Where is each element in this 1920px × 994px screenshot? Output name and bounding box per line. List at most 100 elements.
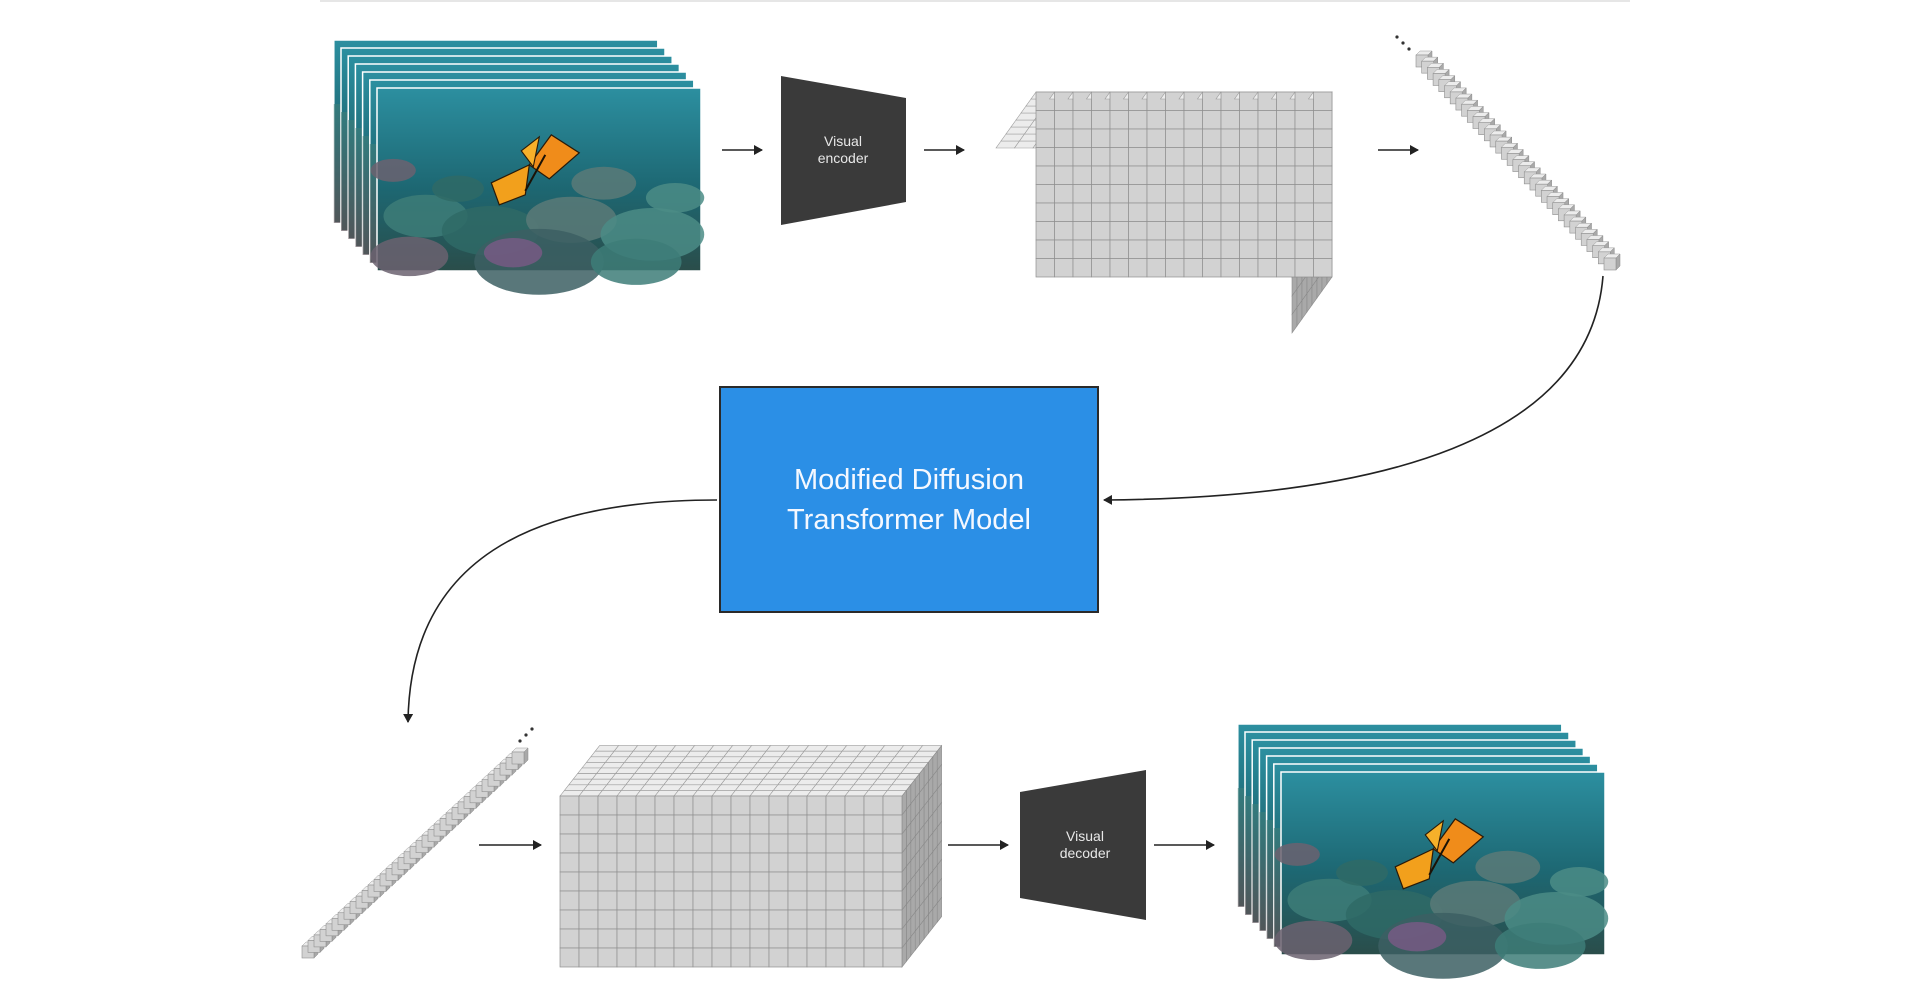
cube-front-face [578, 890, 599, 911]
cube-front-face [1202, 221, 1222, 241]
cube-front-face [1128, 110, 1148, 130]
cube-front-face [578, 947, 599, 968]
cube-front-face [578, 909, 599, 930]
cube-front-face [1239, 165, 1259, 185]
butterfly-icon [1394, 818, 1485, 890]
cube-front-face [1035, 221, 1055, 241]
cube-front-face [1054, 147, 1074, 167]
cube-front-face [1276, 110, 1296, 130]
cube-front-face [559, 814, 580, 835]
cube-front-face [1165, 258, 1185, 278]
cube-front-face [1035, 184, 1055, 204]
cube-front-face [635, 833, 656, 854]
diffusion-transformer-model-box: Modified Diffusion Transformer Model [719, 386, 1099, 613]
cube-front-face [1146, 239, 1166, 259]
cube-front-face [1239, 110, 1259, 130]
cube-front-face [1183, 147, 1203, 167]
cube-front-face [825, 947, 846, 968]
cube-front-face [692, 795, 713, 816]
cube-front-face [1072, 165, 1092, 185]
encoder-label-line1: Visual [824, 133, 862, 149]
cube-front-face [787, 890, 808, 911]
cube-front-face [1146, 258, 1166, 278]
cube-front-face [578, 852, 599, 873]
cube-front-face [730, 890, 751, 911]
latent-cube-grid-bottom [559, 744, 943, 968]
cube-front-face [1202, 202, 1222, 222]
cube-front-face [654, 890, 675, 911]
cube-front-face [654, 852, 675, 873]
cube-front-face [1239, 239, 1259, 259]
cube-front-face [882, 833, 903, 854]
cube-front-face [711, 814, 732, 835]
decoder-label-line1: Visual [1066, 828, 1104, 844]
cube-front-face [673, 928, 694, 949]
cube-front-face [616, 871, 637, 892]
cube-front-face [749, 928, 770, 949]
cube-front-face [787, 909, 808, 930]
token-ellipsis-top [1395, 35, 1411, 51]
cube-front-face [1054, 110, 1074, 130]
cube-front-face [1165, 184, 1185, 204]
cube-front-face [673, 890, 694, 911]
cube-front-face [597, 833, 618, 854]
cube-front-face [616, 890, 637, 911]
cube-front-face [559, 947, 580, 968]
cube-front-face [1128, 202, 1148, 222]
cube-front-face [654, 795, 675, 816]
cube-front-face [730, 928, 751, 949]
cube-front-face [597, 795, 618, 816]
cube-front-face [1109, 184, 1129, 204]
cube-front-face [1294, 239, 1314, 259]
reef-texture [1336, 859, 1388, 886]
cube-front-face [749, 833, 770, 854]
cube-front-face [1220, 258, 1240, 278]
cube-front-face [597, 947, 618, 968]
cube-front-face [1183, 221, 1203, 241]
token-sequence-top [1415, 50, 1621, 271]
cube-front-face [749, 947, 770, 968]
cube-front-face [1220, 202, 1240, 222]
cube-front-face [1202, 184, 1222, 204]
cube-front-face [692, 909, 713, 930]
cube-front-face [863, 852, 884, 873]
cube-front-face [692, 947, 713, 968]
cube-front-face [1128, 184, 1148, 204]
cube-front-face [825, 833, 846, 854]
cube-front-face [578, 814, 599, 835]
cube-front-face [1257, 239, 1277, 259]
cube-front-face [1165, 147, 1185, 167]
cube-front-face [635, 795, 656, 816]
cube-front-face [616, 795, 637, 816]
cube-front-face [1276, 184, 1296, 204]
cube-front-face [1035, 128, 1055, 148]
cube-front-face [1146, 110, 1166, 130]
cube-front-face [1257, 221, 1277, 241]
reef-texture [432, 175, 484, 202]
reef-texture [1274, 920, 1353, 961]
cube-front-face [1294, 165, 1314, 185]
cube-front-face [787, 871, 808, 892]
cube-front-face [1054, 91, 1074, 111]
cube-front-face [1257, 110, 1277, 130]
cube-front-face [1109, 239, 1129, 259]
cube-front-face [806, 852, 827, 873]
cube-front-face [711, 928, 732, 949]
cube-front-face [1128, 258, 1148, 278]
cube-front-face [844, 833, 865, 854]
cube-front-face [559, 795, 580, 816]
cube-front-face [806, 909, 827, 930]
token-cube [1603, 257, 1617, 271]
cube-front-face [692, 833, 713, 854]
cube-front-face [730, 871, 751, 892]
decoder-label-line2: decoder [1059, 845, 1111, 861]
reef-texture [645, 182, 705, 213]
cube-front-face [806, 814, 827, 835]
cube-front-face [1202, 128, 1222, 148]
reef-texture [1274, 842, 1320, 866]
cube-front-face [673, 909, 694, 930]
token-cube [511, 751, 525, 765]
cube-front-face [1183, 91, 1203, 111]
cube-front-face [559, 871, 580, 892]
